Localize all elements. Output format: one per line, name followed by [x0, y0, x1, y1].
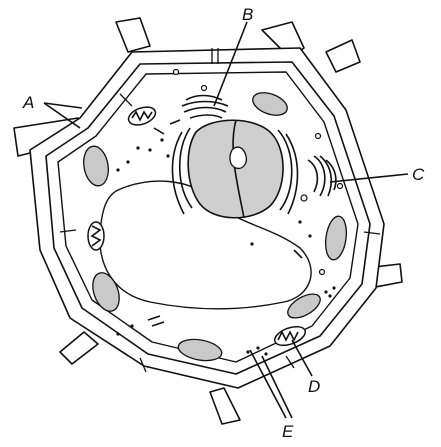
- mitochondrion-d: [273, 325, 307, 347]
- mitochondrion-left: [87, 221, 105, 251]
- cell-membrane: [57, 71, 359, 363]
- plasmodesmata: [59, 48, 381, 373]
- golgi-body-b: [181, 94, 229, 119]
- label-c: C: [412, 165, 425, 184]
- label-b: B: [242, 5, 253, 24]
- label-e: E: [282, 422, 294, 441]
- chloroplasts: [83, 92, 348, 362]
- label-d: D: [308, 377, 320, 396]
- vesicles: [172, 68, 344, 276]
- label-a: A: [22, 93, 34, 112]
- leader-lines: [43, 21, 409, 419]
- mitochondrion-top: [127, 106, 157, 126]
- endoplasmic-reticulum: [171, 127, 299, 215]
- ribosomes: [116, 138, 336, 356]
- mitochondria: [87, 106, 307, 347]
- golgi-body-c: [307, 155, 337, 197]
- nucleus: [187, 119, 284, 219]
- nucleolus: [229, 146, 248, 170]
- er-fragments: [147, 119, 303, 327]
